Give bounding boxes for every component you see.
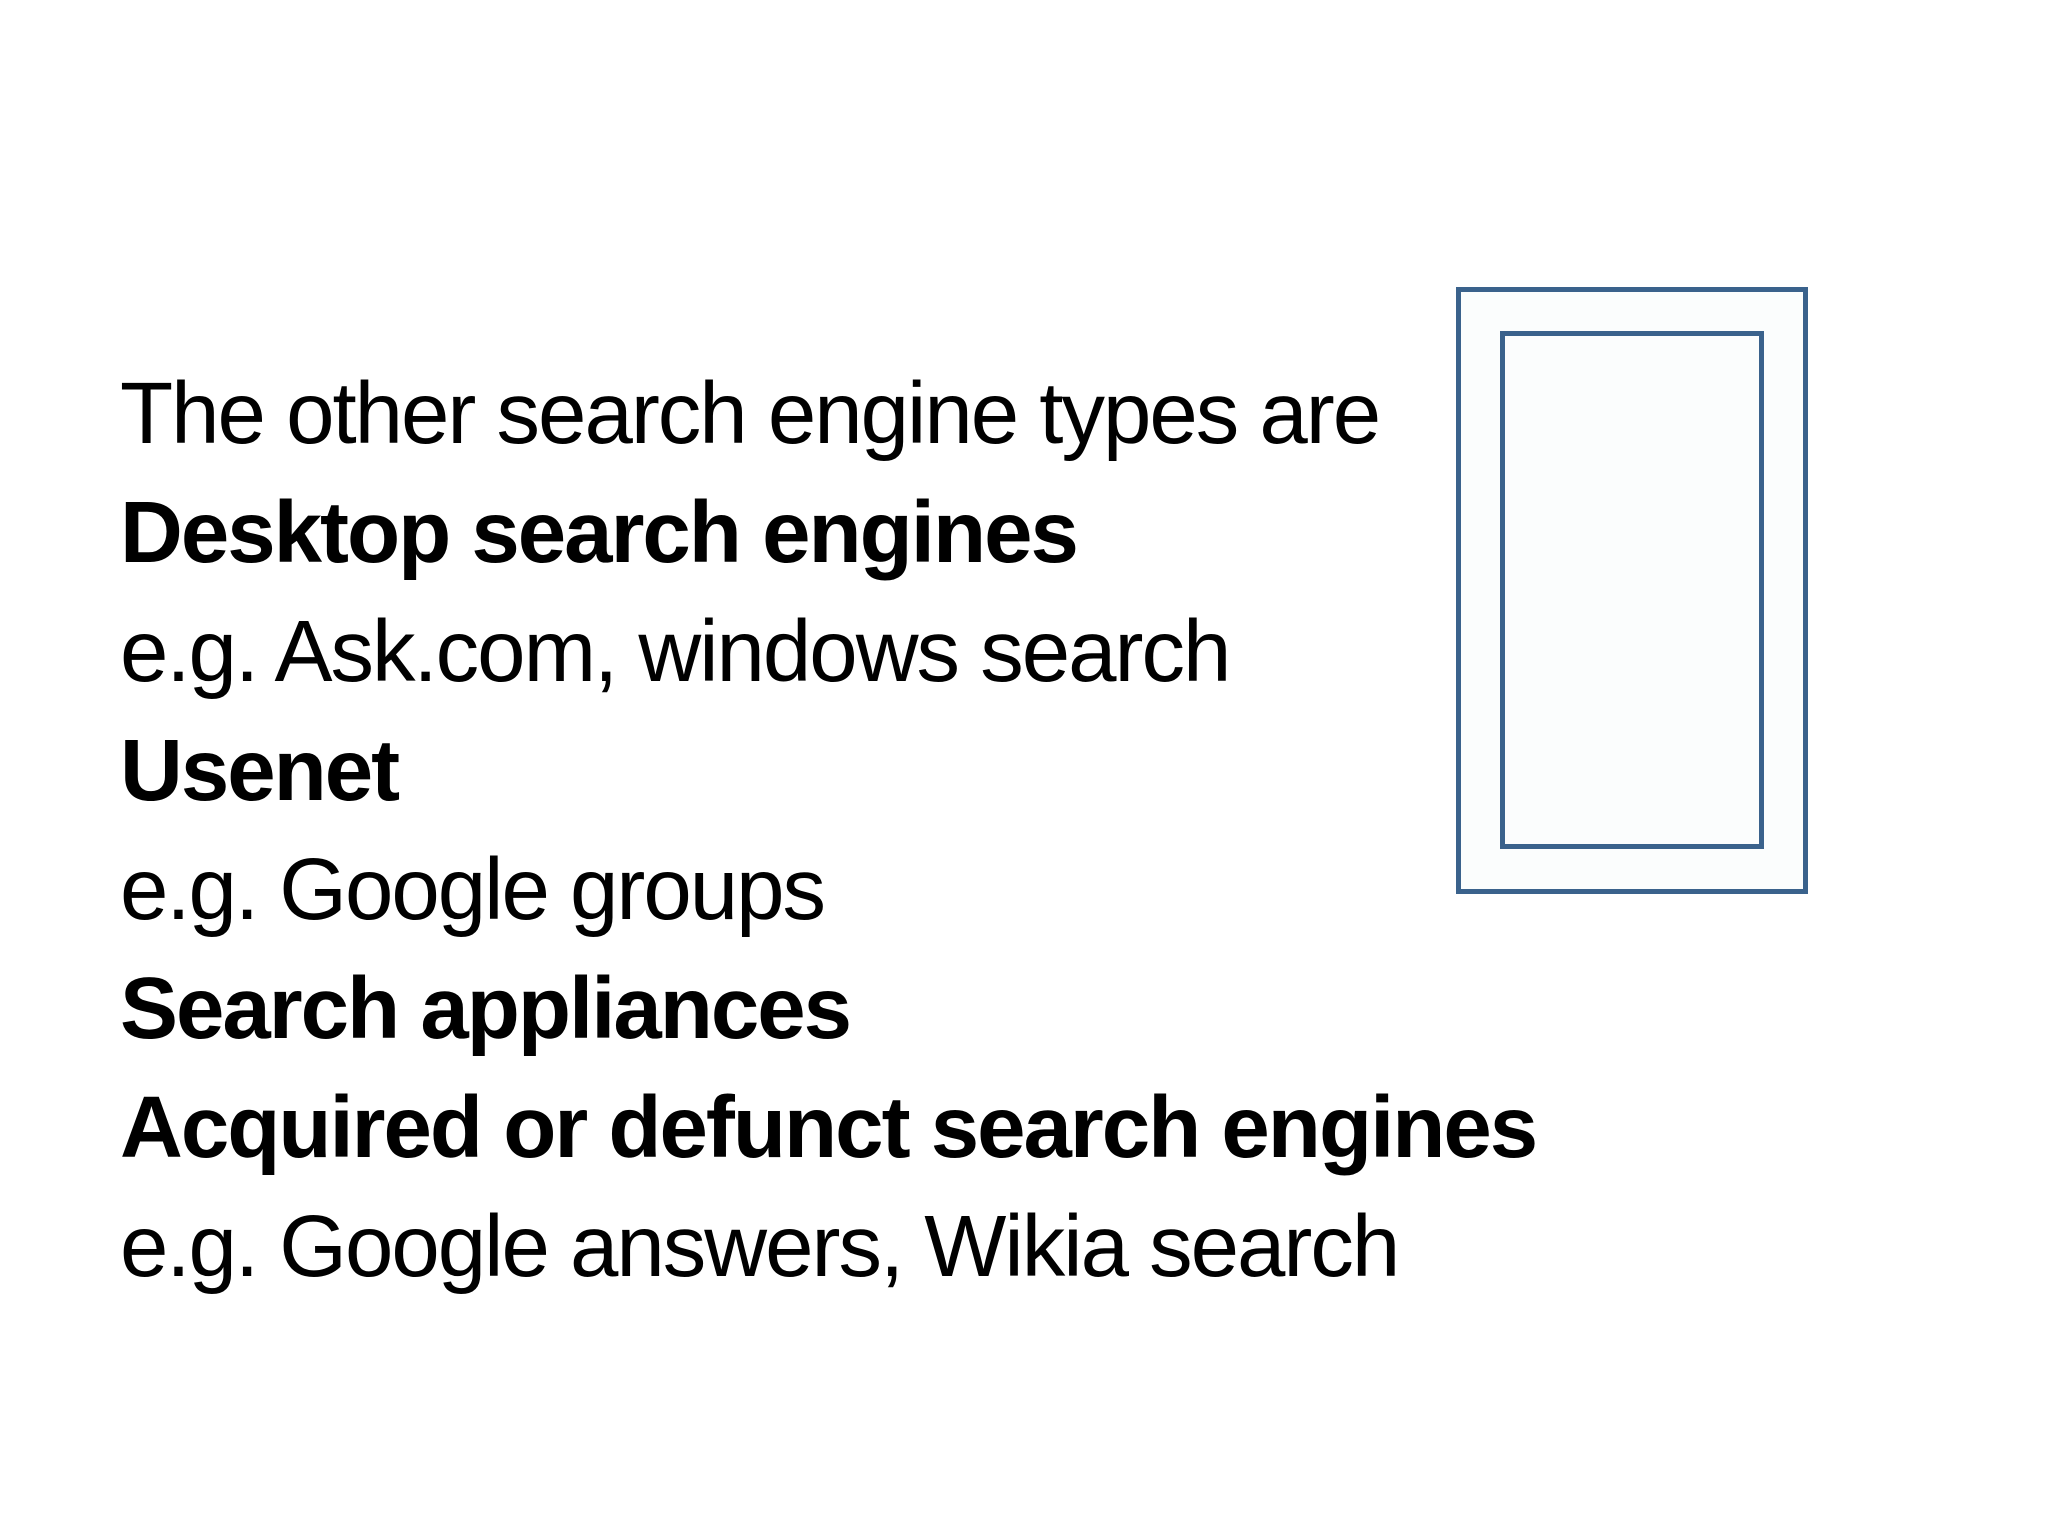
text-line: e.g. Google answers, Wikia search bbox=[120, 1198, 1400, 1295]
text-line: e.g. Ask.com, windows search bbox=[120, 603, 1231, 700]
inner-rectangle-shape bbox=[1500, 331, 1764, 849]
text-line: Desktop search engines bbox=[120, 484, 1079, 581]
text-line: Search appliances bbox=[120, 960, 852, 1057]
text-line: e.g. Google groups bbox=[120, 841, 826, 938]
text-line: The other search engine types are bbox=[120, 365, 1381, 462]
text-line: Usenet bbox=[120, 722, 400, 819]
text-line: Acquired or defunct search engines bbox=[120, 1079, 1538, 1176]
